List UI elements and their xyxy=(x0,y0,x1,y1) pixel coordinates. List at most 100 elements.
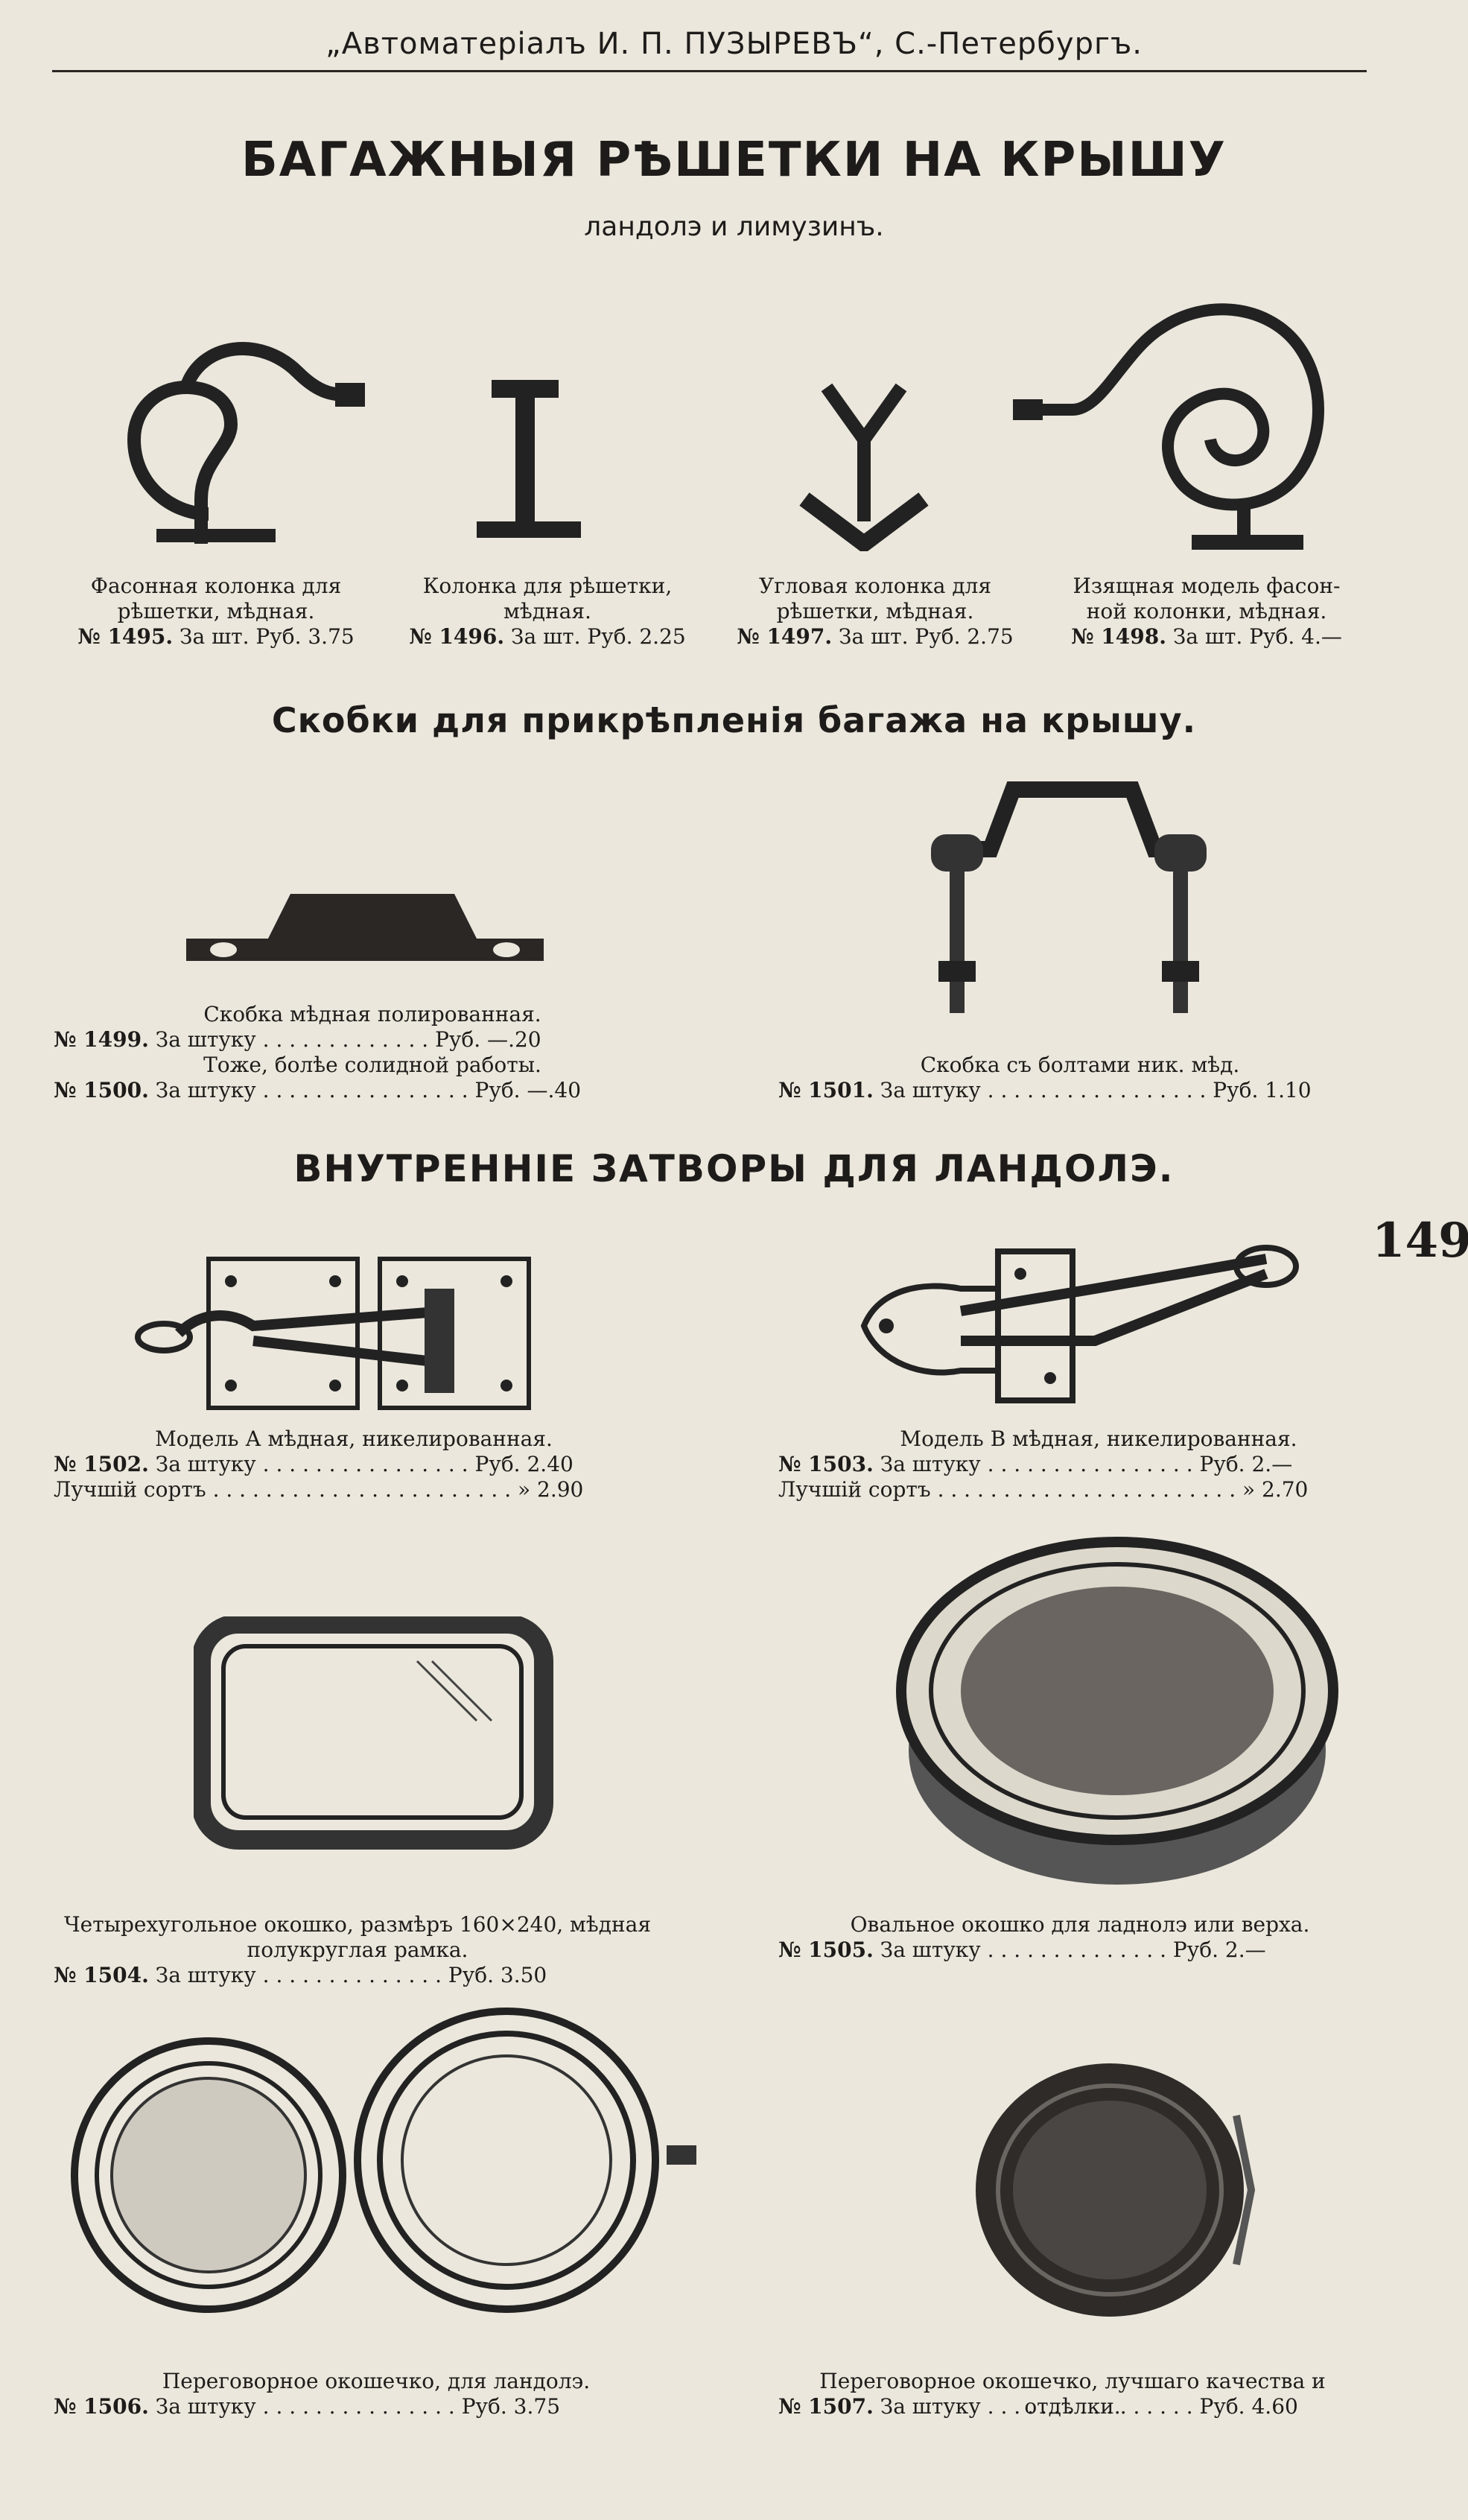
item-1507-row: № 1507. За штуку . . . . . . . . . . . .… xyxy=(778,2394,1298,2419)
item-1506-dots: . . . . . . . . . . . . . . . xyxy=(255,2394,462,2419)
item-1497: Угловая колонка для рѣшетки, мѣдная. № 1… xyxy=(734,574,1017,650)
item-1503-best-row: Лучшій сортъ . . . . . . . . . . . . . .… xyxy=(778,1477,1308,1502)
item-1506-number: № 1506. xyxy=(54,2394,149,2419)
item-1503-best-dots: . . . . . . . . . . . . . . . . . . . . … xyxy=(930,1477,1242,1502)
item-1501-desc: За штуку xyxy=(880,1078,981,1102)
item-1504-number: № 1504. xyxy=(54,1963,149,1987)
item-1502-desc: За штуку xyxy=(155,1452,256,1476)
item-1498-price: За шт. Руб. 4.— xyxy=(1172,624,1342,649)
item-1501-row: № 1501. За штуку . . . . . . . . . . . .… xyxy=(778,1078,1312,1103)
item-1495: Фасонная колонка для рѣшетки, мѣдная. № … xyxy=(74,574,358,650)
item-1500-caption: Тоже, болѣе солидной работы. xyxy=(203,1053,541,1077)
item-1504-caption-line1: Четырехугольное окошко, размѣръ 160×240,… xyxy=(64,1912,651,1937)
item-1503-dots: . . . . . . . . . . . . . . . . xyxy=(980,1452,1200,1476)
item-1495-line1: Фасонная колонка для xyxy=(90,574,342,598)
shaped-column-illustration xyxy=(127,342,365,544)
section-title-roof-racks: БАГАЖНЫЯ РѢШЕТКИ НА КРЫШУ xyxy=(241,133,1227,188)
item-1504-desc: За штуку xyxy=(155,1963,256,1987)
rectangular-window-illustration xyxy=(194,1616,553,1850)
item-1496: Колонка для рѣшетки, мѣдная. № 1496. За … xyxy=(406,574,689,650)
item-1500-row: № 1500. За штуку . . . . . . . . . . . .… xyxy=(54,1078,581,1103)
rack-column-illustration xyxy=(477,380,581,538)
item-1506-caption: Переговорное окошечко, для ландолэ. xyxy=(162,2369,591,2393)
item-1502-row: № 1502. За штуку . . . . . . . . . . . .… xyxy=(54,1452,573,1477)
item-1497-line1: Угловая колонка для xyxy=(758,574,992,598)
item-1506-row: № 1506. За штуку . . . . . . . . . . . .… xyxy=(54,2394,560,2419)
item-1496-line2: мѣдная. xyxy=(503,599,591,623)
item-1503-number: № 1503. xyxy=(778,1452,874,1476)
bracket-illustration xyxy=(186,894,544,961)
item-1501-dots: . . . . . . . . . . . . . . . . . xyxy=(980,1078,1213,1102)
section-title-landaulet-latches: ВНУТРЕННІЕ ЗАТВОРЫ ДЛЯ ЛАНДОЛЭ. xyxy=(293,1147,1175,1190)
item-1505-number: № 1505. xyxy=(778,1937,874,1962)
item-1507-desc: За штуку xyxy=(880,2394,981,2419)
item-1504-caption: Четырехугольное окошко, размѣръ 160×240,… xyxy=(60,1912,655,1963)
item-1502-best-row: Лучшій сортъ . . . . . . . . . . . . . .… xyxy=(54,1477,583,1502)
speaking-window-best-illustration xyxy=(976,2063,1256,2317)
item-1499-row: № 1499. За штуку . . . . . . . . . . . .… xyxy=(54,1027,541,1053)
item-1499-caption: Скобка мѣдная полированная. xyxy=(203,1002,541,1026)
item-1501-price: Руб. 1.10 xyxy=(1213,1078,1312,1102)
item-1501-caption: Скобка съ болтами ник. мѣд. xyxy=(920,1053,1240,1077)
item-1502-dots: . . . . . . . . . . . . . . . . xyxy=(255,1452,475,1476)
item-1502-price: Руб. 2.40 xyxy=(474,1452,573,1476)
item-1501-number: № 1501. xyxy=(778,1078,874,1102)
item-1506-price: Руб. 3.75 xyxy=(461,2394,561,2419)
latch-model-a-illustration xyxy=(135,1257,531,1410)
item-1499-number: № 1499. xyxy=(54,1027,149,1052)
item-1505-caption: Овальное окошко для ладнолэ или верха. xyxy=(850,1912,1310,1937)
item-1503-best: Лучшій сортъ xyxy=(778,1477,931,1502)
item-1499-dots: . . . . . . . . . . . . . xyxy=(255,1027,436,1052)
item-1505-dots: . . . . . . . . . . . . . . xyxy=(980,1937,1173,1962)
item-1507-number: № 1507. xyxy=(778,2394,874,2419)
item-1507-price: Руб. 4.60 xyxy=(1199,2394,1298,2419)
item-1503-desc: За штуку xyxy=(880,1452,981,1476)
item-1507-dots: . . . . . . . . . . . . . . . . xyxy=(980,2394,1200,2419)
item-1503-row: № 1503. За штуку . . . . . . . . . . . .… xyxy=(778,1452,1292,1477)
item-1499-price: Руб. —.20 xyxy=(435,1027,541,1052)
item-1496-number: № 1496. xyxy=(409,624,505,649)
item-1495-number: № 1495. xyxy=(77,624,174,649)
item-1497-price: За шт. Руб. 2.75 xyxy=(839,624,1014,649)
item-1500-price: Руб. —.40 xyxy=(474,1078,582,1102)
item-1502-caption: Модель А мѣдная, никелированная. xyxy=(155,1426,553,1451)
header-rule xyxy=(52,70,1367,72)
item-1505-desc: За штуку xyxy=(880,1937,981,1962)
item-1503-price: Руб. 2.— xyxy=(1199,1452,1293,1476)
item-1504-price: Руб. 3.50 xyxy=(448,1963,547,1987)
speaking-window-illustration xyxy=(71,2008,696,2313)
item-1498-line1: Изящная модель фасон- xyxy=(1073,574,1341,598)
item-1498-number: № 1498. xyxy=(1071,624,1166,649)
item-1500-dots: . . . . . . . . . . . . . . . . xyxy=(255,1078,475,1102)
item-1502-best-price: » 2.90 xyxy=(518,1477,584,1502)
latch-model-b-illustration xyxy=(860,1245,1299,1403)
item-1503-caption: Модель В мѣдная, никелированная. xyxy=(900,1426,1297,1451)
corner-column-illustration xyxy=(799,383,929,551)
item-1504-row: № 1504. За штуку . . . . . . . . . . . .… xyxy=(54,1963,547,1988)
item-1499-desc: За штуку xyxy=(155,1027,256,1052)
item-1497-line2: рѣшетки, мѣдная. xyxy=(776,599,974,623)
elegant-column-illustration xyxy=(1013,303,1324,550)
item-1498: Изящная модель фасон- ной колонки, мѣдна… xyxy=(1058,574,1356,650)
page-number: 149 xyxy=(1372,1213,1468,1269)
item-1505-row: № 1505. За штуку . . . . . . . . . . . .… xyxy=(778,1937,1266,1963)
item-1502-best: Лучшій сортъ xyxy=(54,1477,206,1502)
item-1495-price: За шт. Руб. 3.75 xyxy=(179,624,355,649)
item-1502-number: № 1502. xyxy=(54,1452,149,1476)
item-1496-line1: Колонка для рѣшетки, xyxy=(422,574,673,598)
section-title-luggage-brackets: Скобки для прикрѣпленія багажа на крышу. xyxy=(271,700,1197,740)
item-1500-number: № 1500. xyxy=(54,1078,149,1102)
page-header: „Автоматеріалъ И. П. ПУЗЫРЕВЪ“, С.-Петер… xyxy=(325,27,1143,61)
item-1497-number: № 1497. xyxy=(737,624,833,649)
bracket-with-bolts-illustration xyxy=(931,781,1207,1013)
item-1495-line2: рѣшетки, мѣдная. xyxy=(117,599,315,623)
item-1504-dots: . . . . . . . . . . . . . . xyxy=(255,1963,448,1987)
oval-window-illustration xyxy=(896,1537,1338,1885)
section-subtitle-roof-racks: ландолэ и лимузинъ. xyxy=(584,212,884,242)
item-1503-best-price: » 2.70 xyxy=(1242,1477,1309,1502)
item-1502-best-dots: . . . . . . . . . . . . . . . . . . . . … xyxy=(206,1477,518,1502)
item-1507-caption: Переговорное окошечко, лучшаго качества … xyxy=(819,2369,1326,2419)
item-1506-desc: За штуку xyxy=(155,2394,256,2419)
item-1500-desc: За штуку xyxy=(155,1078,256,1102)
